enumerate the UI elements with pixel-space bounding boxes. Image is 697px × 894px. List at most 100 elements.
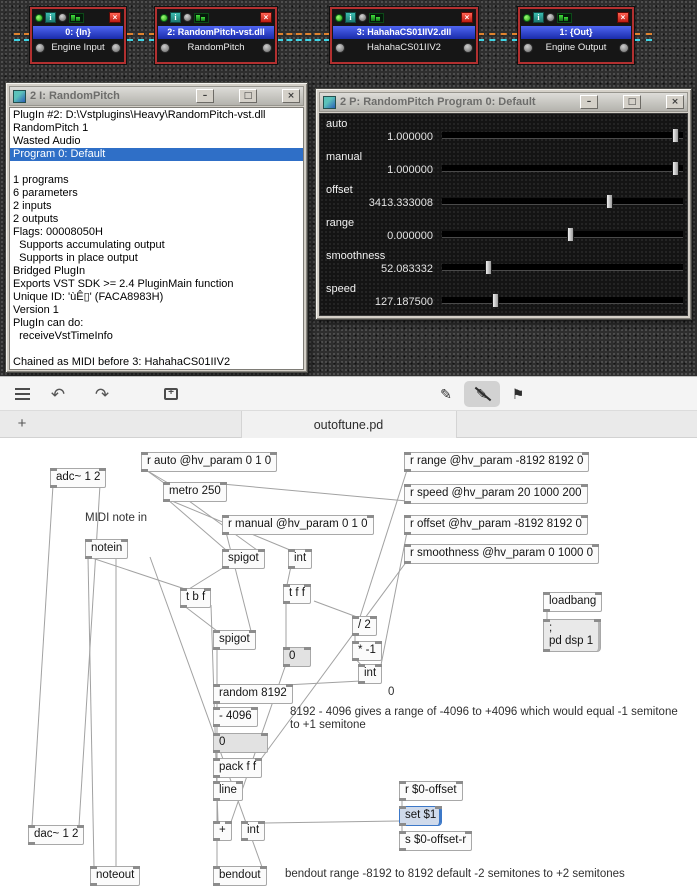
- inlet-nub[interactable]: [219, 482, 227, 485]
- inlet-nub[interactable]: [258, 821, 266, 824]
- knob-icon[interactable]: [183, 13, 192, 22]
- patch-cord[interactable]: [88, 556, 186, 590]
- inlet-nub[interactable]: [85, 539, 92, 542]
- patch-cord[interactable]: [225, 531, 252, 632]
- inlet-nub[interactable]: [352, 616, 359, 619]
- inlet-nub[interactable]: [204, 588, 212, 591]
- pd-object-box[interactable]: r $0-offset: [399, 781, 463, 801]
- outlet-nub[interactable]: [213, 750, 220, 753]
- outlet-nub[interactable]: [141, 469, 148, 472]
- param-slider-thumb[interactable]: [567, 227, 574, 242]
- inlet-nub[interactable]: [163, 482, 170, 485]
- inlet-nub[interactable]: [99, 468, 107, 471]
- outlet-nub[interactable]: [404, 469, 411, 472]
- outlet-nub[interactable]: [352, 633, 359, 636]
- param-slider-thumb[interactable]: [485, 260, 492, 275]
- inlet-nub[interactable]: [465, 831, 473, 834]
- patch-cord[interactable]: [359, 469, 408, 618]
- inlet-nub[interactable]: [283, 584, 290, 587]
- inlet-nub[interactable]: [121, 539, 129, 542]
- inlet-nub[interactable]: [303, 584, 311, 587]
- output-knob-icon[interactable]: [111, 43, 121, 53]
- inlet-nub[interactable]: [285, 684, 293, 687]
- outlet-nub[interactable]: [241, 838, 248, 841]
- outlet-nub[interactable]: [163, 499, 170, 502]
- inlet-nub[interactable]: [213, 707, 220, 710]
- inlet-nub[interactable]: [358, 664, 365, 667]
- inlet-nub[interactable]: [404, 452, 411, 455]
- pd-num-box[interactable]: 0: [213, 733, 268, 753]
- pd-object-box[interactable]: r speed @hv_param 20 1000 200: [404, 484, 588, 504]
- redo-button[interactable]: ↷: [88, 377, 116, 411]
- pd-object-box[interactable]: pack f f: [213, 758, 263, 778]
- close-button[interactable]: ×: [461, 12, 473, 23]
- new-tab-button[interactable]: +: [17, 415, 27, 432]
- outlet-nub[interactable]: [213, 724, 220, 727]
- outlet-nub[interactable]: [288, 566, 295, 569]
- outlet-nub[interactable]: [404, 561, 411, 564]
- inlet-nub[interactable]: [594, 619, 601, 622]
- param-slider-track[interactable]: [442, 227, 683, 242]
- maximize-button[interactable]: □: [623, 95, 641, 109]
- inlet-nub[interactable]: [582, 452, 590, 455]
- pd-object-box[interactable]: s $0-offset-r: [399, 831, 473, 851]
- inlet-nub[interactable]: [304, 647, 311, 650]
- outlet-nub[interactable]: [543, 649, 550, 652]
- close-button[interactable]: ×: [617, 12, 629, 23]
- input-knob-icon[interactable]: [335, 43, 345, 53]
- inlet-nub[interactable]: [261, 733, 268, 736]
- pd-object-box[interactable]: dac~ 1 2: [28, 825, 85, 845]
- inlet-nub[interactable]: [455, 781, 463, 784]
- inlet-nub[interactable]: [90, 866, 97, 869]
- pd-object-box[interactable]: loadbang: [543, 592, 603, 612]
- knob-icon[interactable]: [58, 13, 67, 22]
- param-slider-thumb[interactable]: [606, 194, 613, 209]
- outlet-nub[interactable]: [50, 485, 57, 488]
- outlet-nub[interactable]: [213, 883, 220, 886]
- inlet-nub[interactable]: [404, 544, 411, 547]
- outlet-nub[interactable]: [213, 798, 220, 801]
- inlet-nub[interactable]: [235, 781, 243, 784]
- param-slider-track[interactable]: [442, 161, 683, 176]
- inlet-nub[interactable]: [366, 515, 374, 518]
- plugin-cell-randompitch[interactable]: i × 2: RandomPitch-vst.dll RandomPitch: [154, 6, 278, 65]
- pd-object-box[interactable]: adc~ 1 2: [50, 468, 107, 488]
- power-led-icon[interactable]: [35, 13, 43, 22]
- inlet-nub[interactable]: [213, 758, 220, 761]
- inlet-nub[interactable]: [213, 733, 220, 736]
- edit-mode-button[interactable]: ✎: [428, 381, 464, 407]
- param-slider-thumb[interactable]: [672, 161, 679, 176]
- pd-object-box[interactable]: bendout: [213, 866, 267, 886]
- pd-object-box[interactable]: int: [288, 549, 313, 569]
- inlet-nub[interactable]: [404, 515, 411, 518]
- power-led-icon[interactable]: [335, 13, 343, 22]
- inlet-nub[interactable]: [435, 806, 443, 809]
- inlet-nub[interactable]: [404, 484, 411, 487]
- inlet-nub[interactable]: [375, 664, 383, 667]
- pd-message-box[interactable]: ; pd dsp 1: [543, 619, 601, 652]
- knob-icon[interactable]: [546, 13, 555, 22]
- inlet-nub[interactable]: [222, 549, 229, 552]
- inlet-nub[interactable]: [399, 781, 406, 784]
- plugin-cell-engine-output[interactable]: i × 1: {Out} Engine Output: [517, 6, 635, 65]
- outlet-nub[interactable]: [180, 605, 187, 608]
- inlet-nub[interactable]: [288, 549, 295, 552]
- inlet-nub[interactable]: [77, 825, 85, 828]
- pd-object-box[interactable]: int: [358, 664, 383, 684]
- outlet-nub[interactable]: [222, 532, 229, 535]
- inlet-nub[interactable]: [580, 484, 588, 487]
- patch-cord[interactable]: [284, 680, 362, 686]
- inlet-nub[interactable]: [248, 630, 256, 633]
- inlet-nub[interactable]: [283, 647, 290, 650]
- pd-object-box[interactable]: / 2: [352, 616, 377, 636]
- pd-object-box[interactable]: r smoothness @hv_param 0 1000 0: [404, 544, 599, 564]
- param-slider-track[interactable]: [442, 293, 683, 308]
- run-mode-button[interactable]: ✎: [464, 381, 500, 407]
- inlet-nub[interactable]: [213, 781, 220, 784]
- outlet-nub[interactable]: [404, 532, 411, 535]
- input-knob-icon[interactable]: [35, 43, 45, 53]
- outlet-nub[interactable]: [399, 823, 406, 826]
- outlet-nub[interactable]: [213, 775, 220, 778]
- patch-cord[interactable]: [221, 483, 408, 502]
- titlebar[interactable]: 2 P: RandomPitch Program 0: Default – □ …: [319, 92, 688, 112]
